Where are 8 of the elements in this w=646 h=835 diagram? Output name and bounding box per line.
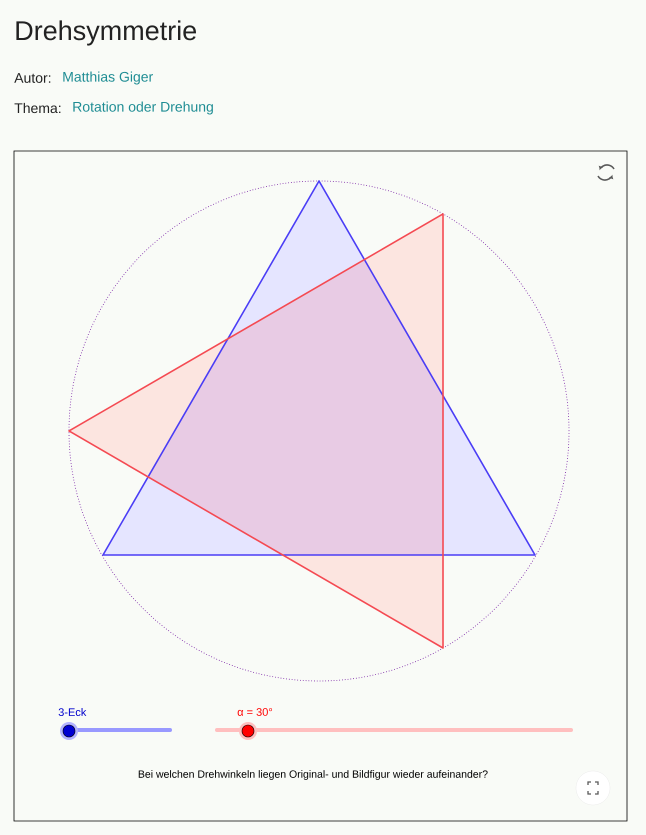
- question-text: Bei welchen Drehwinkeln liegen Original- und Bildfigur wieder aufeinander?: [138, 770, 488, 780]
- author-label: Autor:: [14, 73, 50, 83]
- page-title: Drehsymmetrie: [16, 20, 196, 46]
- slider-label: 3-Eck: [58, 708, 86, 716]
- topic-link: Rotation oder Drehung: [73, 101, 213, 115]
- topic-label: Thema:: [14, 102, 60, 114]
- author-link: Matthias Giger: [63, 71, 153, 85]
- slider-label: α = 30°: [238, 708, 272, 716]
